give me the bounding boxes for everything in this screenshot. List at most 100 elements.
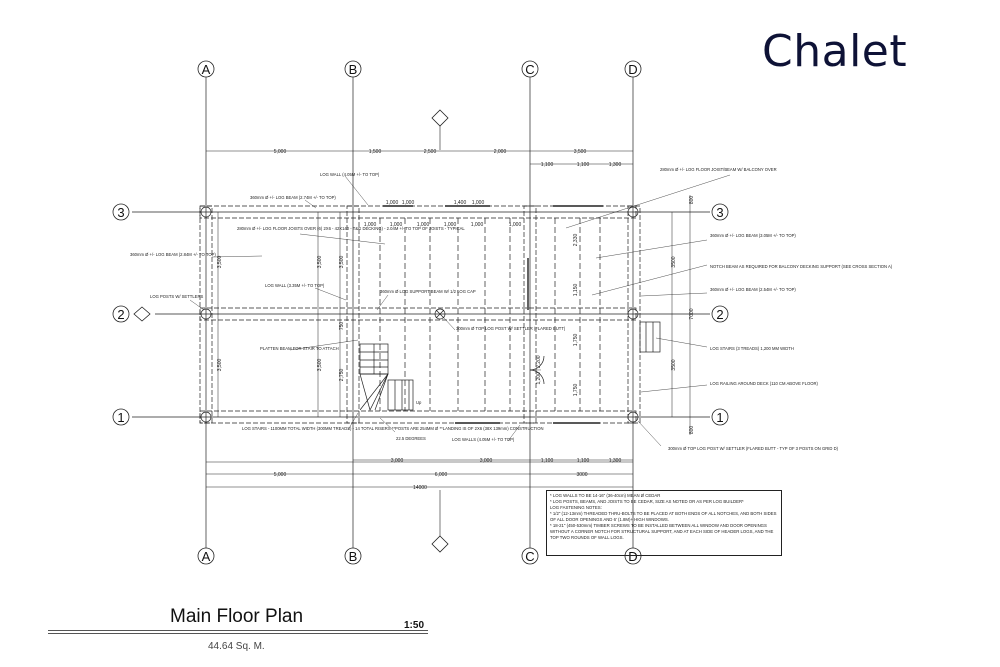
dimension-label: 1,000 xyxy=(364,222,377,228)
construction-notes: * LOG WALLS TO BE 14-16" (36-40cm) MEAN … xyxy=(546,490,782,556)
dimension-label: 3,500 xyxy=(339,256,345,269)
grid-bubble-3-right xyxy=(711,203,729,221)
dimension-label: 6,000 xyxy=(435,472,448,478)
grid-label: B xyxy=(349,549,358,564)
dimension-label: 1,750 xyxy=(573,384,579,397)
dimension-label: 2,750 xyxy=(339,369,345,382)
annotation: 360mm Ø +/- LOG BEAM (2.84M +/- TO TOP) xyxy=(130,252,216,257)
dimension-label: 1,100 xyxy=(577,458,590,464)
note-line: LOG FASTENING NOTES: xyxy=(550,505,602,510)
dimension-label: 1,400 xyxy=(454,200,467,206)
section-marker-icon xyxy=(431,109,449,127)
grid-bubble-a-bottom xyxy=(197,547,215,565)
dimension-label: 14000 xyxy=(413,485,427,491)
grid-label: A xyxy=(202,549,211,564)
annotation: 300mm Ø TOP LOG POST W/ SETTLER (FLARED … xyxy=(456,326,566,331)
annotation: NOTCH BEAM AS REQUIRED FOR BALCONY DECKI… xyxy=(710,264,893,269)
dimension-label: 3,500 xyxy=(317,256,323,269)
annotation: 360mm Ø +/- LOG BEAM (3.05M +/- TO TOP) xyxy=(710,233,796,238)
dimension-label: 1,750 xyxy=(573,334,579,347)
brand-title: Chalet xyxy=(762,26,908,77)
dimension-label: 750 xyxy=(339,322,345,331)
annotation: 360mm Ø +/- LOG BEAM (2.74M +/- TO TOP) xyxy=(250,195,336,200)
annotation: 300mm Ø TOP LOG POST W/ SETTLER (FLARED … xyxy=(668,446,839,451)
dimension-label: 3000 xyxy=(576,472,587,478)
annotation: LOG POSTS W/ SETTLERS xyxy=(150,294,203,299)
floor-area: 44.64 Sq. M. xyxy=(208,641,265,652)
grid-bubbles xyxy=(112,60,729,565)
grid-bubble-1-right xyxy=(711,408,729,426)
dimension-label: 800 xyxy=(689,196,695,205)
dimension-label: 3500 xyxy=(671,359,677,370)
grid-label: 2 xyxy=(117,307,124,322)
title-underline xyxy=(48,633,428,634)
dimension-label: 3,500 xyxy=(217,359,223,372)
dimension-label: 1,000 xyxy=(402,200,415,206)
dimension-label: 7000 xyxy=(689,308,695,319)
dimension-label: 1,100 xyxy=(541,458,554,464)
dimension-label: 2,000 xyxy=(494,149,507,155)
grid-bubble-2-left xyxy=(112,305,130,323)
annotation: 280mm Ø +/- LOG FLOOR JOISTS OVER (6) 2X… xyxy=(237,226,465,231)
grid-label: 3 xyxy=(716,205,723,220)
dimension-label: 3,000 xyxy=(391,458,404,464)
log-posts xyxy=(200,206,639,423)
annotation: 22.5 DEGREES xyxy=(396,436,426,441)
grid-bubble-b-bottom xyxy=(344,547,362,565)
drawing-title: Main Floor Plan xyxy=(170,606,304,627)
grid-label: 3 xyxy=(117,205,124,220)
annotation: 360mm Ø LOG SUPPORT BEAM W/ 1/2 LOG CAP xyxy=(380,289,476,294)
annotation: LOG WALL (3.35M +/- TO TOP) xyxy=(265,283,325,288)
dimension-label: 1,000 xyxy=(386,200,399,206)
grid-bubble-c-top xyxy=(521,60,539,78)
annotation: Up xyxy=(416,400,422,405)
note-line: * 1/2" (12-13mm) THREADED THRU-BOLTS TO … xyxy=(550,511,777,522)
dimension-label: 3,000 xyxy=(480,458,493,464)
dimension-label: 3,500 xyxy=(574,149,587,155)
dimension-label: 1,300 xyxy=(609,458,622,464)
exterior-stairs xyxy=(639,321,661,353)
dimension-label: 5,000 xyxy=(274,149,287,155)
dimension-label: 1,100 xyxy=(541,162,554,168)
grid-label: B xyxy=(349,62,358,77)
windows xyxy=(383,205,603,424)
annotation: LOG STAIRS (3 TREADS) 1,200 MM WIDTH xyxy=(710,346,794,351)
annotation: LOG WALLS (4.05M +/- TO TOP) xyxy=(452,437,515,442)
dimension-label: 1,200 | 2,200 xyxy=(536,355,542,384)
dimension-label: 1,000 xyxy=(472,200,485,206)
title-underline xyxy=(48,630,428,631)
grid-bubble-3-left xyxy=(112,203,130,221)
annotation: LOG STAIRS - 1100MM TOTAL WIDTH (300MM T… xyxy=(242,426,544,431)
dimension-label: 1,100 xyxy=(577,162,590,168)
grid-bubble-b-top xyxy=(344,60,362,78)
grid-bubble-d-bottom xyxy=(624,547,642,565)
annotation: 280mm Ø +/- LOG FLOOR JOIST/BEAM W/ BALC… xyxy=(660,167,777,172)
grid-label: A xyxy=(202,62,211,77)
dimension-label: 1,500 xyxy=(369,149,382,155)
door-swing xyxy=(529,355,545,385)
drawing-scale: 1:50 xyxy=(404,620,425,631)
annotation: 360mm Ø +/- LOG BEAM (2.54M +/- TO TOP) xyxy=(710,287,796,292)
grid-label: D xyxy=(628,549,637,564)
grid-bubble-d-top xyxy=(624,60,642,78)
dimension-label: 2,330 xyxy=(573,234,579,247)
grid-bubble-c-bottom xyxy=(521,547,539,565)
dimension-label: 1,000 xyxy=(444,222,457,228)
dimension-label: 2,500 xyxy=(424,149,437,155)
annotation: LOG RAILING AROUND DECK (110 CM ABOVE FL… xyxy=(710,381,818,386)
dimension-label: 1,300 xyxy=(609,162,622,168)
dimension-label: 5,000 xyxy=(274,472,287,478)
annotation: PLATTEN BEAM FOR STAIR TO ATTACH xyxy=(260,346,339,351)
note-line: * 18-21" (450-530mm) TIMBER SCREWS TO BE… xyxy=(550,523,774,540)
grid-label: 1 xyxy=(716,410,723,425)
grid-label: 1 xyxy=(117,410,124,425)
dimension-label: 1,000 xyxy=(417,222,430,228)
dimension-label: 1,000 xyxy=(509,222,522,228)
dimension-label: 3500 xyxy=(671,256,677,267)
leader-lines xyxy=(189,174,731,447)
dimension-label: 800 xyxy=(689,426,695,435)
grid-label: C xyxy=(525,549,534,564)
log-walls xyxy=(199,205,641,424)
dimension-label: 3,500 xyxy=(217,256,223,269)
